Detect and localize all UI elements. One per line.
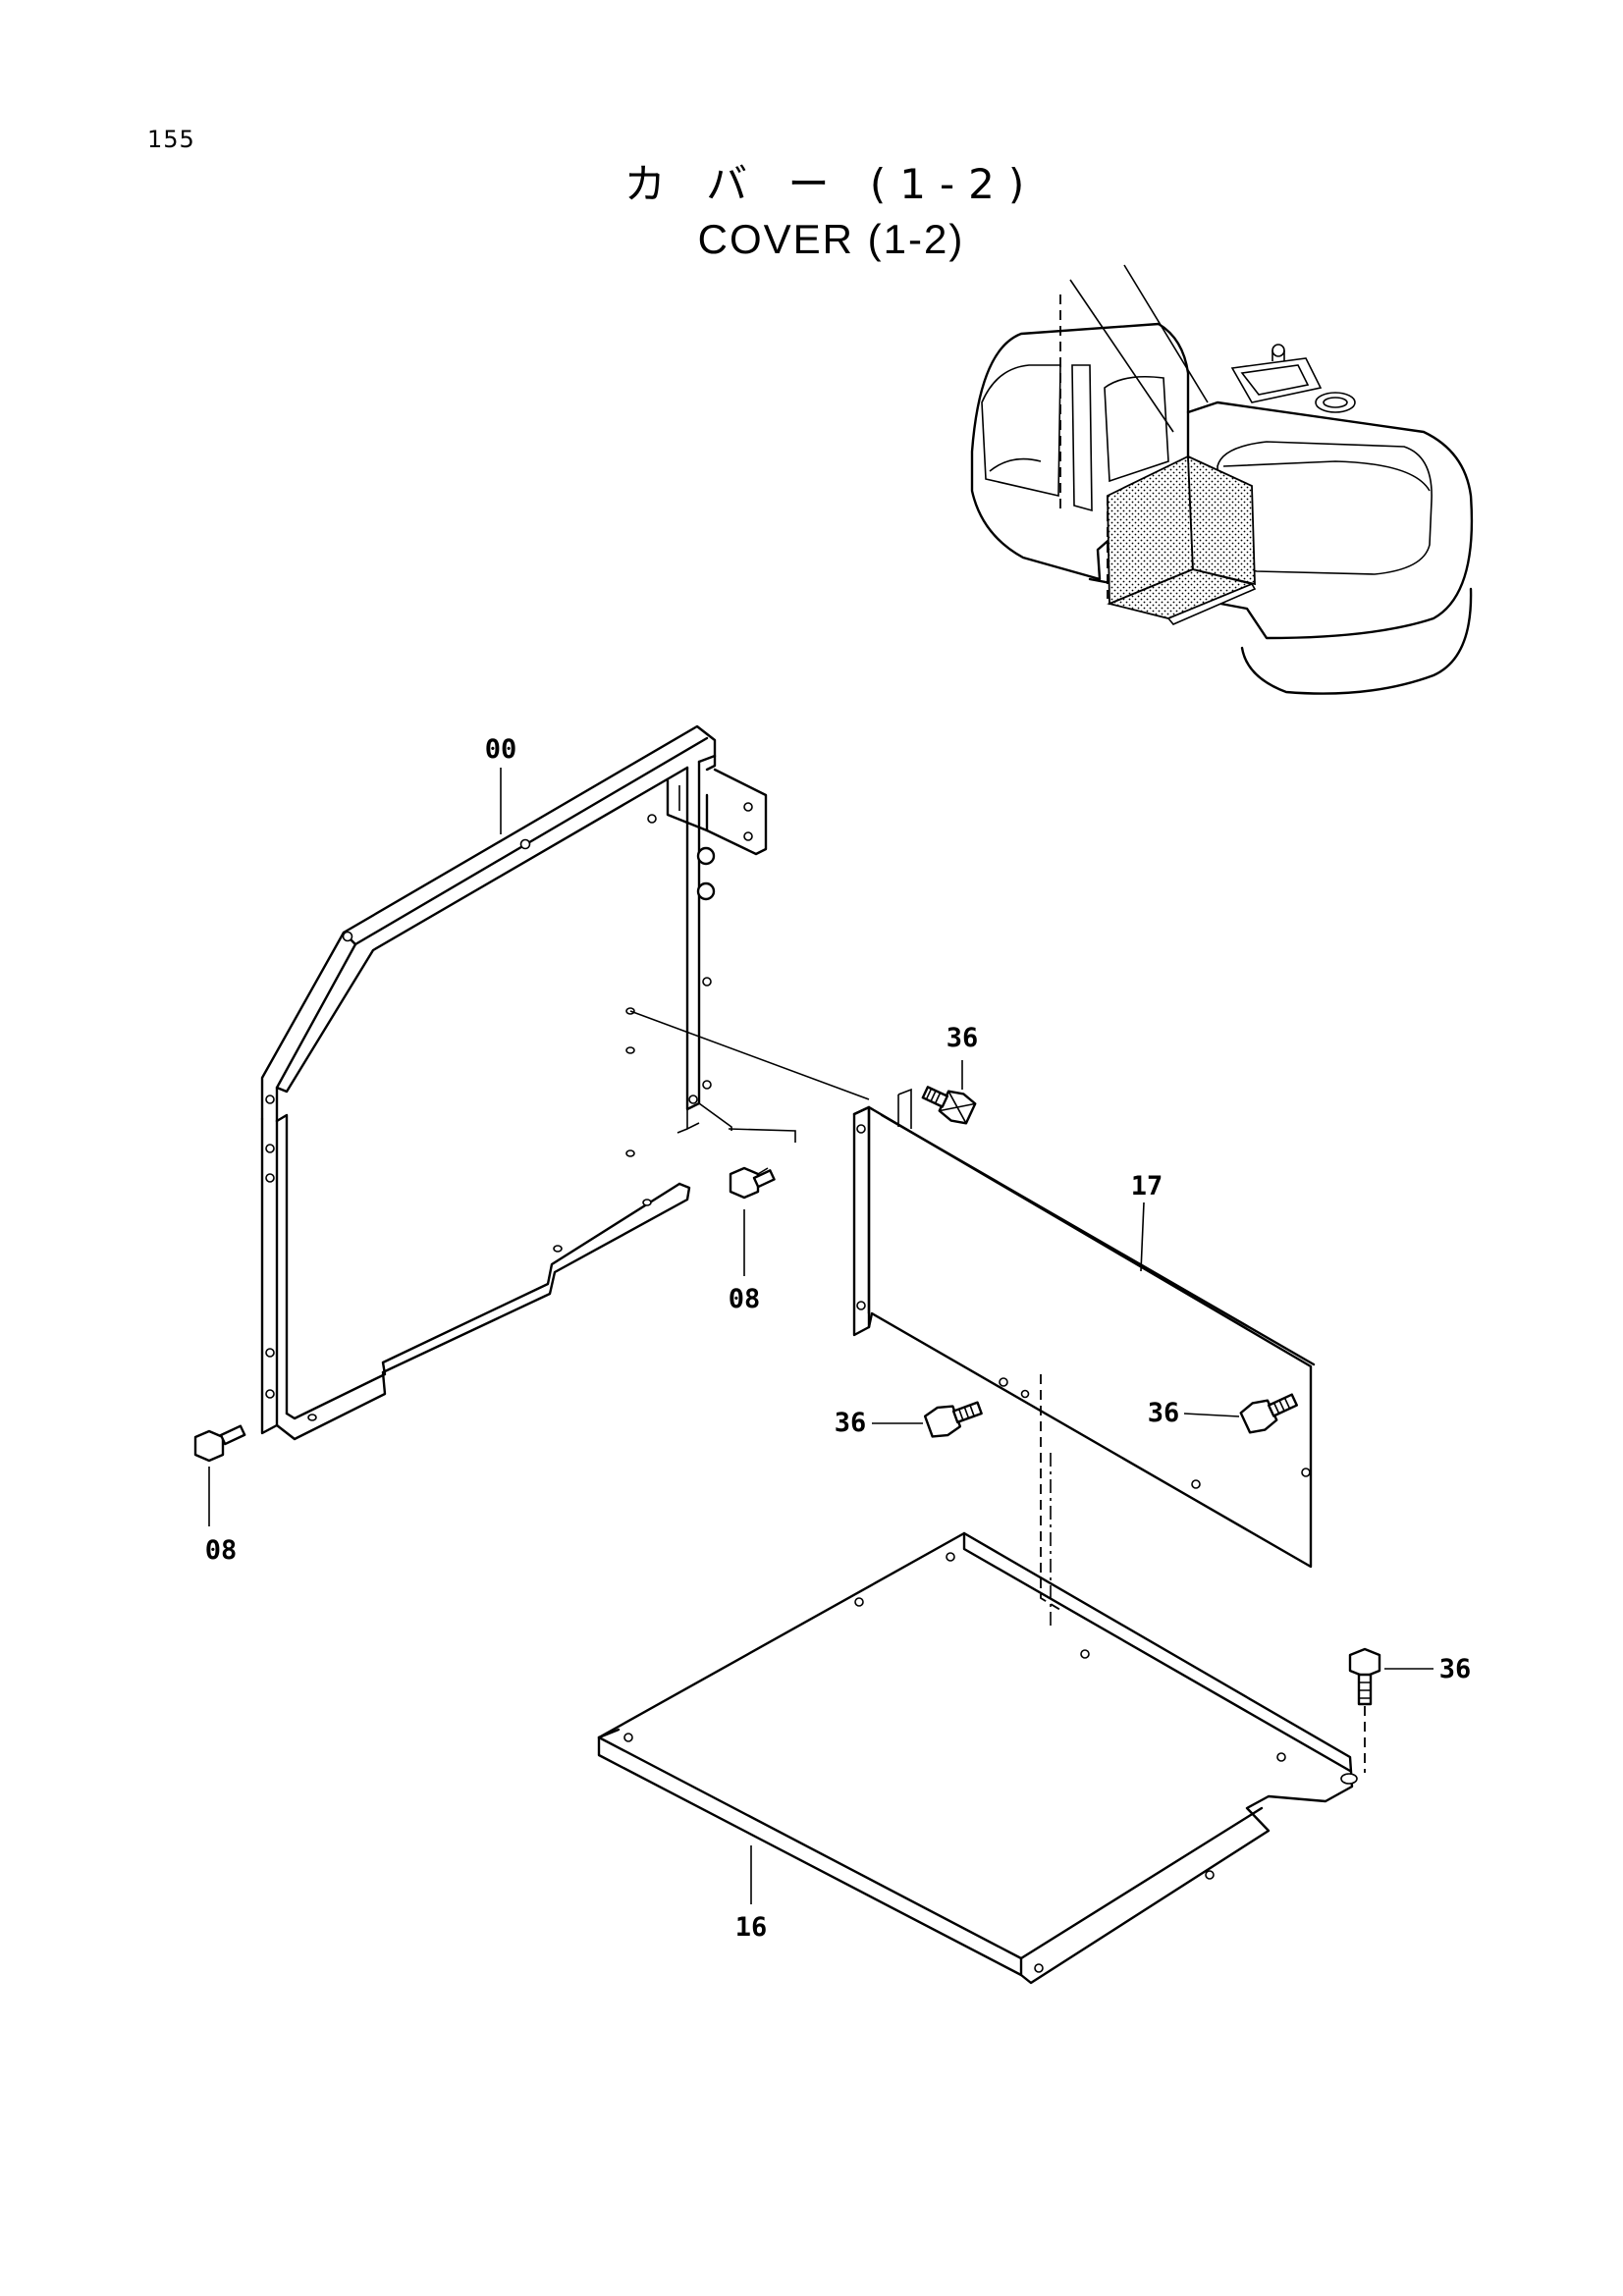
- frame-part-00: [260, 724, 870, 1441]
- callout-00: 00: [485, 734, 517, 765]
- floor-plate-part-16: [597, 1453, 1358, 1985]
- page-number: 155: [147, 126, 195, 153]
- title-japanese: カ バ ー (1-2): [623, 160, 1039, 208]
- callout-36-plate: 36: [1439, 1654, 1472, 1684]
- callout-36-left: 36: [835, 1408, 867, 1438]
- callout-36-right: 36: [1148, 1398, 1180, 1428]
- callout-08-center: 08: [729, 1284, 761, 1314]
- callout-08-left: 08: [205, 1535, 238, 1566]
- excavator-overview-icon: [970, 264, 1474, 695]
- callout-16: 16: [735, 1912, 768, 1943]
- hex-bolt-icon: [193, 1086, 1381, 1773]
- callout-36-top: 36: [947, 1023, 979, 1053]
- callout-labels: 00 36 17 08 36 36 08 36 16: [205, 734, 1472, 1943]
- page-title: カ バ ー (1-2) COVER (1-2): [0, 157, 1623, 267]
- panel-part-17: [852, 1088, 1316, 1611]
- callout-17: 17: [1131, 1171, 1163, 1201]
- title-english: COVER (1-2): [697, 216, 965, 262]
- leader-lines: [208, 1060, 1434, 1670]
